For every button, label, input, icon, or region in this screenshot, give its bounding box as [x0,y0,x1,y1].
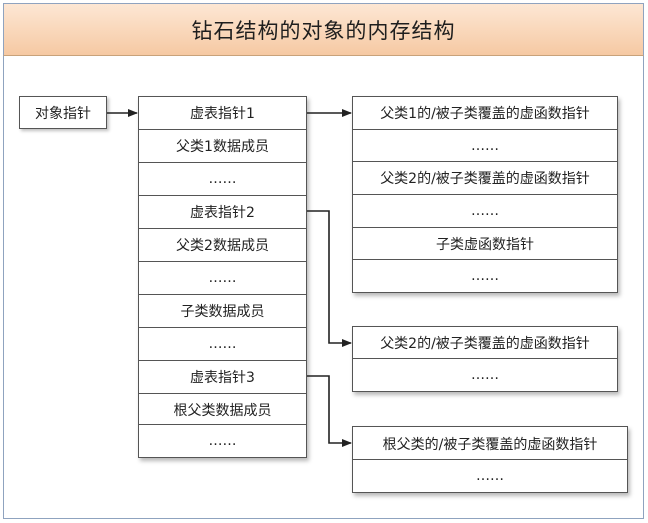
vtable-3: 根父类的/被子类覆盖的虚函数指针 …… [352,426,628,493]
vtable1-parent1-override: 父类1的/被子类覆盖的虚函数指针 [352,96,618,130]
layout-vptr-1: 虚表指针1 [138,96,307,130]
object-layout-column: 虚表指针1 父类1数据成员 …… 虚表指针2 父类2数据成员 …… 子类数据成员… [138,96,307,458]
layout-ellipsis-3: …… [138,327,307,361]
layout-ellipsis-4: …… [138,424,307,458]
layout-parent2-members: 父类2数据成员 [138,228,307,262]
layout-parent1-members: 父类1数据成员 [138,129,307,163]
layout-ellipsis-1: …… [138,162,307,196]
diagram-title: 钻石结构的对象的内存结构 [3,3,644,56]
vtable1-ellipsis-3: …… [352,259,618,293]
layout-root-parent-members: 根父类数据成员 [138,393,307,427]
vtable1-ellipsis-1: …… [352,129,618,163]
vtable2-parent2-override: 父类2的/被子类覆盖的虚函数指针 [352,326,618,360]
layout-vptr-2: 虚表指针2 [138,195,307,229]
vtable2-ellipsis: …… [352,358,618,392]
vtable3-ellipsis: …… [352,459,628,493]
layout-child-members: 子类数据成员 [138,294,307,328]
layout-ellipsis-2: …… [138,261,307,295]
vtable1-child-virtuals: 子类虚函数指针 [352,227,618,261]
vtable-1: 父类1的/被子类覆盖的虚函数指针 …… 父类2的/被子类覆盖的虚函数指针 …… … [352,96,618,293]
layout-vptr-3: 虚表指针3 [138,360,307,394]
object-pointer-box: 对象指针 [19,96,107,129]
vtable1-parent2-override: 父类2的/被子类覆盖的虚函数指针 [352,161,618,195]
vtable-2: 父类2的/被子类覆盖的虚函数指针 …… [352,326,618,392]
vtable3-root-parent-override: 根父类的/被子类覆盖的虚函数指针 [352,426,628,461]
vtable1-ellipsis-2: …… [352,194,618,228]
